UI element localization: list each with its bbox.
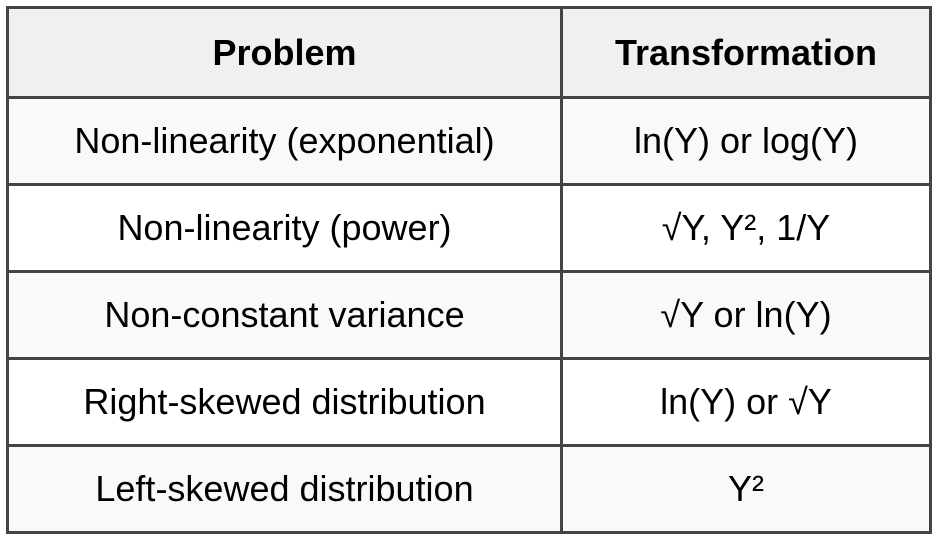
table-row: Right-skewed distribution ln(Y) or √Y xyxy=(6,357,932,447)
table-row: Non-constant variance √Y or ln(Y) xyxy=(6,270,932,360)
transformation-table: Problem Transformation Non-linearity (ex… xyxy=(6,6,932,534)
transformation-cell: ln(Y) or √Y xyxy=(560,357,932,447)
problem-cell: Non-linearity (power) xyxy=(6,183,563,273)
column-header-problem: Problem xyxy=(6,6,563,99)
transformation-cell: Y² xyxy=(560,444,932,534)
transformation-cell: √Y, Y², 1/Y xyxy=(560,183,932,273)
transformation-cell: ln(Y) or log(Y) xyxy=(560,96,932,186)
table-body: Non-linearity (exponential) ln(Y) or log… xyxy=(6,96,932,534)
table-row: Non-linearity (exponential) ln(Y) or log… xyxy=(6,96,932,186)
column-header-transformation: Transformation xyxy=(560,6,932,99)
problem-cell: Non-linearity (exponential) xyxy=(6,96,563,186)
transformation-cell: √Y or ln(Y) xyxy=(560,270,932,360)
table-header: Problem Transformation xyxy=(6,6,932,99)
transformation-table-container: Problem Transformation Non-linearity (ex… xyxy=(6,6,932,534)
table-row: Non-linearity (power) √Y, Y², 1/Y xyxy=(6,183,932,273)
problem-cell: Left-skewed distribution xyxy=(6,444,563,534)
problem-cell: Right-skewed distribution xyxy=(6,357,563,447)
table-row: Left-skewed distribution Y² xyxy=(6,444,932,534)
header-row: Problem Transformation xyxy=(6,6,932,99)
problem-cell: Non-constant variance xyxy=(6,270,563,360)
